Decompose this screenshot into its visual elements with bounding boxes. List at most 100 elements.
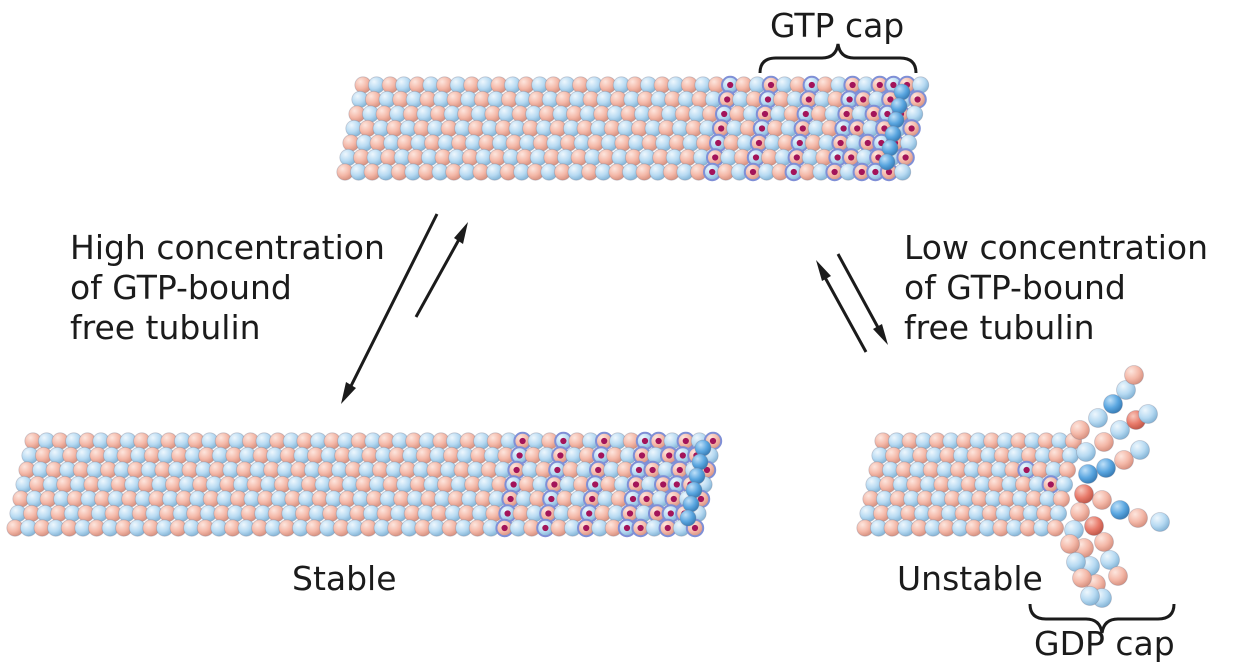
arrowhead-growing-right (816, 260, 831, 281)
right-condition-line-1: Low concentration (904, 228, 1209, 267)
gtp-marker (837, 139, 844, 147)
right-condition-label: Low concentration of GTP-bound free tubu… (904, 228, 1208, 348)
gtp-marker (664, 524, 671, 532)
gtp-marker (802, 110, 809, 118)
gtp-marker (805, 96, 812, 103)
arrow-toward-unstable (836, 253, 883, 334)
tubulin-subunit (1114, 450, 1134, 470)
gtp-marker (560, 437, 567, 445)
gtp-marker (749, 168, 757, 176)
tubulin-subunit (1070, 420, 1090, 440)
gtp-marker (654, 510, 661, 517)
gtp-marker (545, 510, 552, 517)
gtp-marker (682, 437, 689, 445)
gtp-marker (761, 110, 769, 118)
gtp-marker (519, 437, 526, 445)
gtp-marker (660, 481, 667, 488)
gtp-marker (715, 139, 722, 147)
gtp-marker (758, 125, 766, 132)
gtp-marker (872, 168, 879, 176)
gtp-marker (854, 125, 861, 132)
gtp-marker (623, 524, 631, 532)
gtp-marker (638, 452, 646, 459)
gtp-marker (752, 154, 760, 161)
gtp-marker (629, 495, 637, 503)
gtp-marker (670, 495, 677, 503)
tubulin-subunit (685, 481, 703, 499)
gtp-marker (598, 452, 605, 459)
tubulin-subunit (1100, 550, 1120, 570)
tubulin-subunit (1128, 508, 1148, 528)
gtp-marker (793, 154, 800, 161)
gtp-marker (718, 125, 725, 132)
tubulin-subunit (1058, 461, 1077, 479)
gtp-marker (601, 437, 608, 445)
right-condition-line-3: free tubulin (904, 308, 1095, 347)
gdp-cap-bracket (1028, 603, 1176, 634)
left-condition-line-2: of GTP-bound (70, 268, 292, 307)
tubulin-subunit (1108, 566, 1128, 586)
tubulin-subunit (1103, 394, 1123, 414)
tubulin-subunit (1049, 504, 1068, 523)
gtp-marker (908, 125, 915, 132)
gtp-marker (727, 81, 734, 89)
gtp-marker (858, 168, 865, 176)
gtp-marker (703, 466, 711, 474)
right-equilibrium-arrows (816, 253, 888, 353)
gtp-marker (542, 524, 549, 532)
gtp-marker (679, 452, 686, 459)
gtp-marker (510, 481, 517, 488)
tubulin-subunit (694, 439, 712, 457)
gtp-marker (914, 96, 921, 103)
gtp-marker (790, 168, 797, 176)
gtp-marker (834, 154, 841, 161)
gtp-marker (673, 481, 680, 488)
gtp-marker (635, 466, 643, 474)
gtp-marker (641, 437, 649, 445)
arrow-toward-stable (346, 213, 439, 393)
tubulin-subunit (679, 509, 697, 527)
gtp-marker (507, 495, 514, 503)
tubulin-subunit (1055, 475, 1074, 494)
left-equilibrium-arrows (341, 213, 468, 404)
gtp-marker (876, 81, 883, 89)
tubulin-subunit (1052, 490, 1071, 508)
gtp-marker (870, 110, 877, 118)
tubulin-subunit (1084, 516, 1104, 536)
gtp-marker (831, 168, 838, 176)
tubulin-subunit (1092, 490, 1112, 510)
gtp-marker (1023, 466, 1030, 474)
tubulin-subunit (1150, 512, 1170, 532)
tubulin-subunit (1138, 404, 1158, 424)
gtp-marker (1047, 481, 1054, 488)
tubulin-subunit (1124, 365, 1144, 385)
gdp-cap-label: GDP cap (1034, 624, 1175, 663)
gtp-marker (513, 466, 520, 474)
arrowhead-growing-left (454, 222, 468, 244)
tubulin-subunit (884, 125, 902, 143)
gtp-marker (676, 466, 683, 474)
gtp-marker (667, 510, 674, 517)
tubulin-subunit (1094, 532, 1114, 552)
gtp-marker (848, 154, 855, 161)
gtp-marker (632, 481, 640, 488)
gtp-marker (767, 81, 775, 89)
gtp-marker (864, 139, 871, 147)
tubulin-subunit (688, 467, 706, 485)
tubulin-subunit (1130, 440, 1150, 460)
gtp-marker (626, 510, 634, 517)
gtp-marker (586, 510, 593, 517)
tubulin-subunit (1110, 420, 1130, 440)
tubulin-subunit (881, 139, 899, 157)
growing-microtubule (336, 75, 930, 182)
gtp-marker (595, 466, 602, 474)
tubulin-subunit (682, 495, 700, 513)
gtp-marker (843, 110, 850, 118)
tubulin-subunit (1060, 534, 1080, 554)
stable-label: Stable (292, 559, 397, 598)
tubulin-subunit (878, 153, 896, 171)
tubulin-subunit (893, 83, 911, 101)
left-condition-line-1: High concentration (70, 228, 385, 267)
arrowhead-unstable (873, 324, 888, 345)
